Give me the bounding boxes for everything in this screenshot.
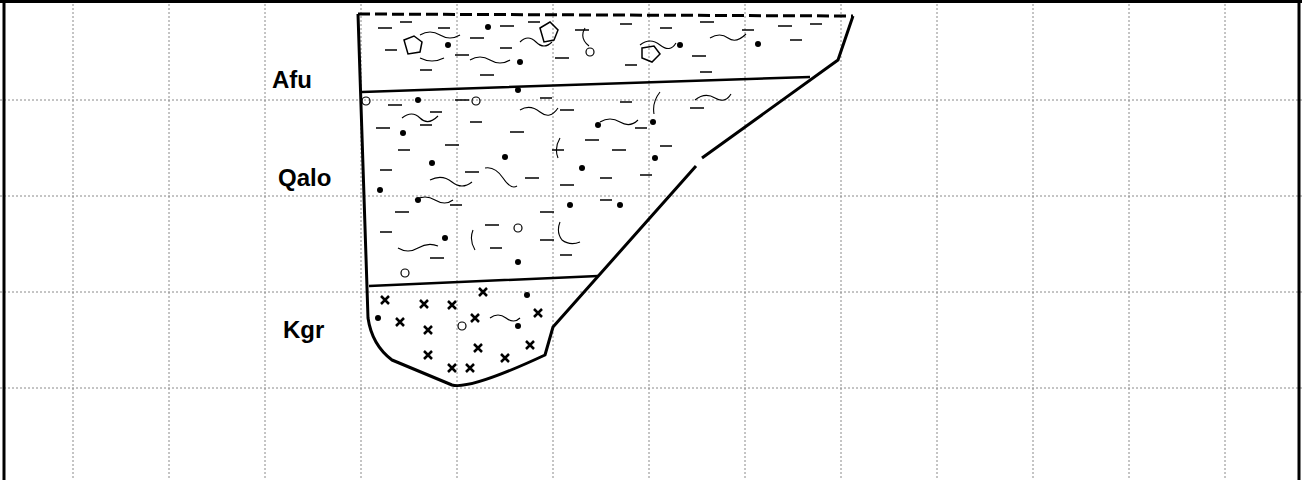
unit-label: Qalo <box>276 164 333 192</box>
unit-label: Afu <box>270 66 314 94</box>
trench-outline <box>358 14 853 386</box>
silt-dashes <box>376 22 822 258</box>
sand-dots <box>375 24 761 329</box>
organic-lines <box>398 28 746 321</box>
unit-contact <box>362 77 810 286</box>
granite-crosses <box>381 288 542 372</box>
ground-surface <box>358 14 853 16</box>
unit-label: Kgr <box>281 316 326 344</box>
pebbles <box>362 48 594 330</box>
angular-clasts <box>404 22 660 62</box>
